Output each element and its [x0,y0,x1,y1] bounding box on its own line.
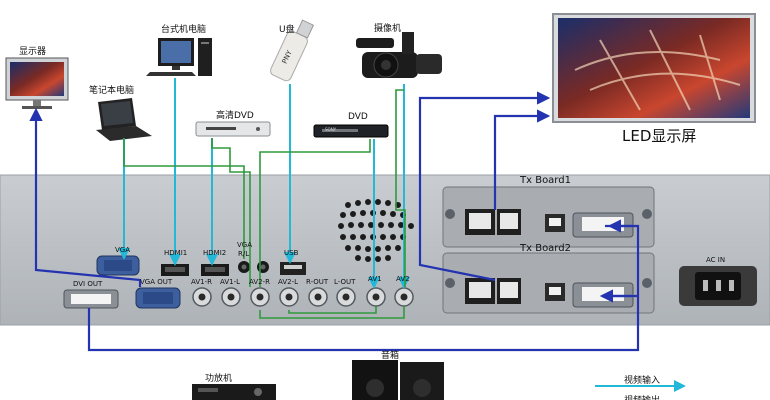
label-laptop: 笔记本电脑 [89,86,135,96]
label-monitor: 显示器 [19,47,47,57]
label-tx-board-2: Tx Board2 [520,243,571,254]
speakers-device [352,360,444,400]
dvd-player-device: SONY [313,124,389,138]
label-port-l-out: L-OUT [334,278,356,286]
label-port-ac-in: AC IN [706,256,726,264]
label-hd-dvd: 高清DVD [216,111,254,121]
video-output-lines [29,91,640,352]
label-port-hdmi2: HDMI2 [203,249,227,257]
label-speakers: 音箱 [381,351,400,361]
vga-rl-jack [238,261,250,273]
hd-dvd-device [195,121,271,137]
desktop-pc-device [146,38,212,76]
label-desktop: 台式机电脑 [161,25,207,35]
led-screen-device [552,13,756,123]
hdmi1-port [161,264,189,276]
label-usb-drive: U盘 [279,25,295,35]
legend-video-output: 视频输出 [624,393,660,400]
label-port-dvi-out: DVI OUT [73,280,103,288]
amplifier-device [192,384,276,400]
label-port-av2: AV2 [396,275,410,283]
headphone-jack [257,261,269,273]
vga-out-port [135,287,181,309]
usb-port [280,262,306,275]
label-dvd: DVD [348,112,368,122]
label-port-av1-r: AV1-R [191,278,212,286]
label-port-vga: VGA [115,246,131,254]
tx-board-2 [442,252,655,314]
hdmi2-port [201,264,229,276]
dvi-out-port [63,289,119,309]
label-port-vga-out: VGA OUT [140,278,173,286]
label-port-usb: USB [284,249,299,257]
tx-board-1 [442,186,655,248]
label-port-av2-l: AV2-L [278,278,299,286]
label-port-hdmi1: HDMI1 [164,249,188,257]
label-port-vga-rl-2: R/L [238,250,250,258]
ac-inlet [679,266,757,306]
label-amplifier: 功放机 [205,374,233,384]
vga-in-port [96,255,140,276]
label-port-av1-l: AV1-L [220,278,241,286]
dvd-brand-text: SONY [325,127,337,132]
label-led-screen: LED显示屏 [622,127,697,145]
video-input-lines [118,78,410,289]
label-camcorder: 摄像机 [374,24,402,34]
camcorder-device [356,32,442,78]
usb-drive-device: PNY [270,19,315,82]
legend-video-input: 视频输入 [624,376,661,386]
laptop-device [96,98,152,141]
label-port-av2-r: AV2-R [249,278,270,286]
label-port-vga-rl-1: VGA [237,241,253,249]
label-tx-board-1: Tx Board1 [520,175,571,186]
monitor-device [5,57,69,109]
audio-lines [123,89,406,319]
label-port-r-out: R-OUT [306,278,329,286]
label-port-av1: AV1 [368,275,382,283]
